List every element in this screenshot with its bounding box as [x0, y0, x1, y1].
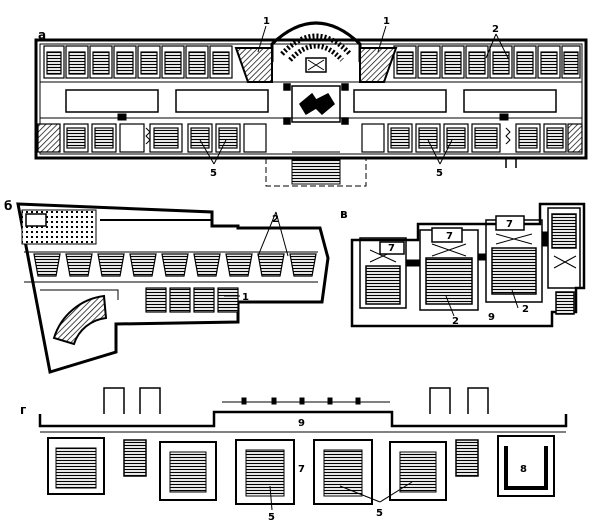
panel-v-callout-7-c: 7 — [506, 219, 513, 230]
panel-b-plan — [16, 202, 330, 374]
panel-g-callout-8: 8 — [520, 464, 527, 475]
panel-a-long-room — [175, 89, 269, 113]
panel-b-letter: б — [4, 199, 12, 213]
panel-a-long-room — [65, 89, 159, 113]
panel-a-fan-hall-left — [234, 47, 273, 83]
panel-a-callout-2: 2 — [492, 24, 499, 35]
panel-g-plan — [38, 387, 568, 511]
panel-a-long-room — [353, 89, 447, 113]
panel-b-fan-auditorium — [52, 294, 108, 346]
panel-a-central-hall — [270, 21, 362, 62]
panel-g-letter: г — [20, 403, 26, 417]
panel-v-callout-7-a: 7 — [388, 243, 395, 254]
panel-a-foyer — [283, 83, 349, 125]
panel-b-callout-1: 1 — [242, 292, 249, 303]
panel-g-callout-5-left: 5 — [268, 512, 275, 523]
panel-v-callout-7-b: 7 — [446, 231, 453, 242]
panel-a-plan — [34, 21, 588, 187]
panel-g-auditorium — [313, 439, 373, 505]
panel-v-block-1 — [359, 237, 407, 309]
panel-v-letter: в — [340, 207, 348, 221]
panel-a-top-rooms-right — [393, 45, 581, 79]
panel-g-hall-right — [497, 435, 555, 497]
panel-v-callout-2-right: 2 — [522, 304, 529, 315]
panel-a-long-room — [463, 89, 557, 113]
panel-a-letter: а — [38, 28, 46, 42]
panel-a-top-rooms-left — [43, 45, 233, 79]
panel-g-auditorium — [235, 439, 295, 505]
panel-g-auditorium — [389, 441, 447, 501]
panel-g-callout-7: 7 — [298, 464, 305, 475]
panel-v-callout-2-left: 2 — [452, 316, 459, 327]
panel-a-outer-wall — [34, 38, 588, 160]
panel-a-callout-5-left: 5 — [210, 168, 217, 179]
panel-a-fan-hall-right — [359, 47, 398, 83]
panel-v-plan — [350, 202, 586, 328]
panel-b-outline — [16, 202, 330, 374]
panel-v-block-4 — [547, 207, 581, 315]
panel-g-corridor-outline — [38, 410, 568, 428]
panel-a-bottom-rooms — [37, 123, 583, 153]
panel-a-entrance — [265, 151, 367, 187]
panel-a-callout-1-left: 1 — [263, 16, 270, 27]
panel-g-callout-9: 9 — [298, 418, 305, 429]
panel-g-auditorium — [159, 441, 217, 501]
panel-v-callout-9: 9 — [488, 312, 495, 323]
panel-a-callout-1-right: 1 — [383, 16, 390, 27]
panel-b-lower-auditoria — [145, 287, 239, 313]
panel-v-block-2 — [419, 227, 479, 311]
panel-g-hall-left — [47, 437, 105, 495]
panel-g-callout-5-right: 5 — [376, 508, 383, 519]
panel-v-block-3 — [485, 215, 543, 303]
panel-a-callout-5-right: 5 — [436, 168, 443, 179]
panel-g-stair-towers — [103, 387, 489, 477]
panel-b-auditoria-row — [33, 253, 317, 277]
panel-v-outline — [350, 202, 586, 328]
panel-b-callout-2: 2 — [272, 214, 279, 225]
